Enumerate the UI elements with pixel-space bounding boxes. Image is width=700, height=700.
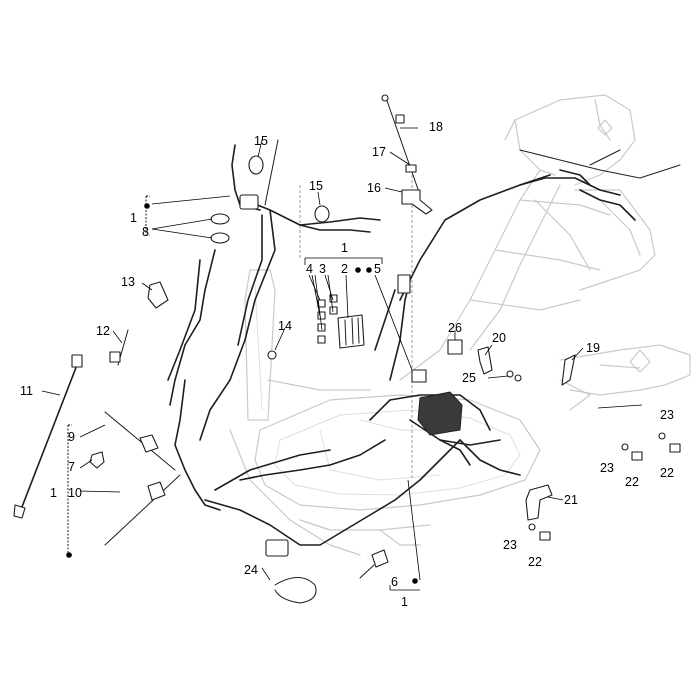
callout-22-c: 22 <box>528 555 542 569</box>
part-7-connector <box>89 451 105 469</box>
callout-2: 2 <box>341 262 348 276</box>
callout-21: 21 <box>564 493 578 507</box>
scooter-frame <box>229 94 691 556</box>
part-10-cable-tie <box>104 474 181 546</box>
callout-22-a: 22 <box>625 475 639 489</box>
callout-9: 9 <box>68 430 75 444</box>
part-18-cable-tie <box>381 94 421 196</box>
callout-1-top: 1 <box>341 241 348 255</box>
callout-26: 26 <box>448 321 462 335</box>
part-13-bracket <box>147 281 169 309</box>
callout-4: 4 <box>306 262 313 276</box>
group-dots <box>66 203 418 584</box>
callout-8: 8 <box>142 225 149 239</box>
callout-7: 7 <box>68 460 75 474</box>
part-21-bracket <box>525 484 553 521</box>
callout-23-c: 23 <box>503 538 517 552</box>
part-6-connector <box>359 549 389 579</box>
callout-14: 14 <box>278 319 292 333</box>
part-15-bushing-a <box>248 155 264 175</box>
part-16-bracket <box>401 189 433 215</box>
callout-23-a: 23 <box>660 408 674 422</box>
leader-lines <box>41 127 643 591</box>
part-2-fuse-box <box>337 314 365 349</box>
callout-3: 3 <box>319 262 326 276</box>
callout-10: 10 <box>68 486 82 500</box>
callout-15-mid: 15 <box>309 179 323 193</box>
part-8-cable-clips <box>210 213 230 244</box>
part-19-bracket <box>561 354 576 386</box>
callout-1-bottom: 1 <box>401 595 408 609</box>
callout-labels: 15 15 1 8 13 12 11 9 7 1 10 14 1 4 3 2 5… <box>20 120 674 609</box>
callout-13: 13 <box>121 275 135 289</box>
part-25-screws <box>506 370 522 382</box>
callout-18: 18 <box>429 120 443 134</box>
callout-6: 6 <box>391 575 398 589</box>
wiring-harness <box>167 144 681 546</box>
part-17-screw <box>405 164 417 173</box>
part-20-clip <box>477 346 493 375</box>
part-26-relay <box>447 339 463 355</box>
part-14-grommet <box>267 350 277 360</box>
part-9-cable-tie <box>104 411 176 471</box>
part-15-bushing-b <box>314 205 330 223</box>
callout-5: 5 <box>374 262 381 276</box>
callout-20: 20 <box>492 331 506 345</box>
group-brackets <box>67 195 150 556</box>
callout-19: 19 <box>586 341 600 355</box>
control-unit <box>397 274 463 436</box>
part-24-cable <box>265 539 317 604</box>
callout-24: 24 <box>244 563 258 577</box>
callout-11: 11 <box>20 384 33 398</box>
handlebar-connector <box>239 139 279 210</box>
callout-12: 12 <box>96 324 110 338</box>
callout-1-bottom-left: 1 <box>50 486 57 500</box>
part-22-23-fasteners <box>528 432 681 541</box>
callout-17: 17 <box>372 145 386 159</box>
part-11-probe <box>13 354 83 519</box>
callout-25: 25 <box>462 371 476 385</box>
part-12-cable-tie <box>109 329 129 366</box>
callout-1-left: 1 <box>130 211 137 225</box>
callout-15-top: 15 <box>254 134 268 148</box>
callout-23-b: 23 <box>600 461 614 475</box>
callout-22-b: 22 <box>660 466 674 480</box>
callout-16: 16 <box>367 181 381 195</box>
